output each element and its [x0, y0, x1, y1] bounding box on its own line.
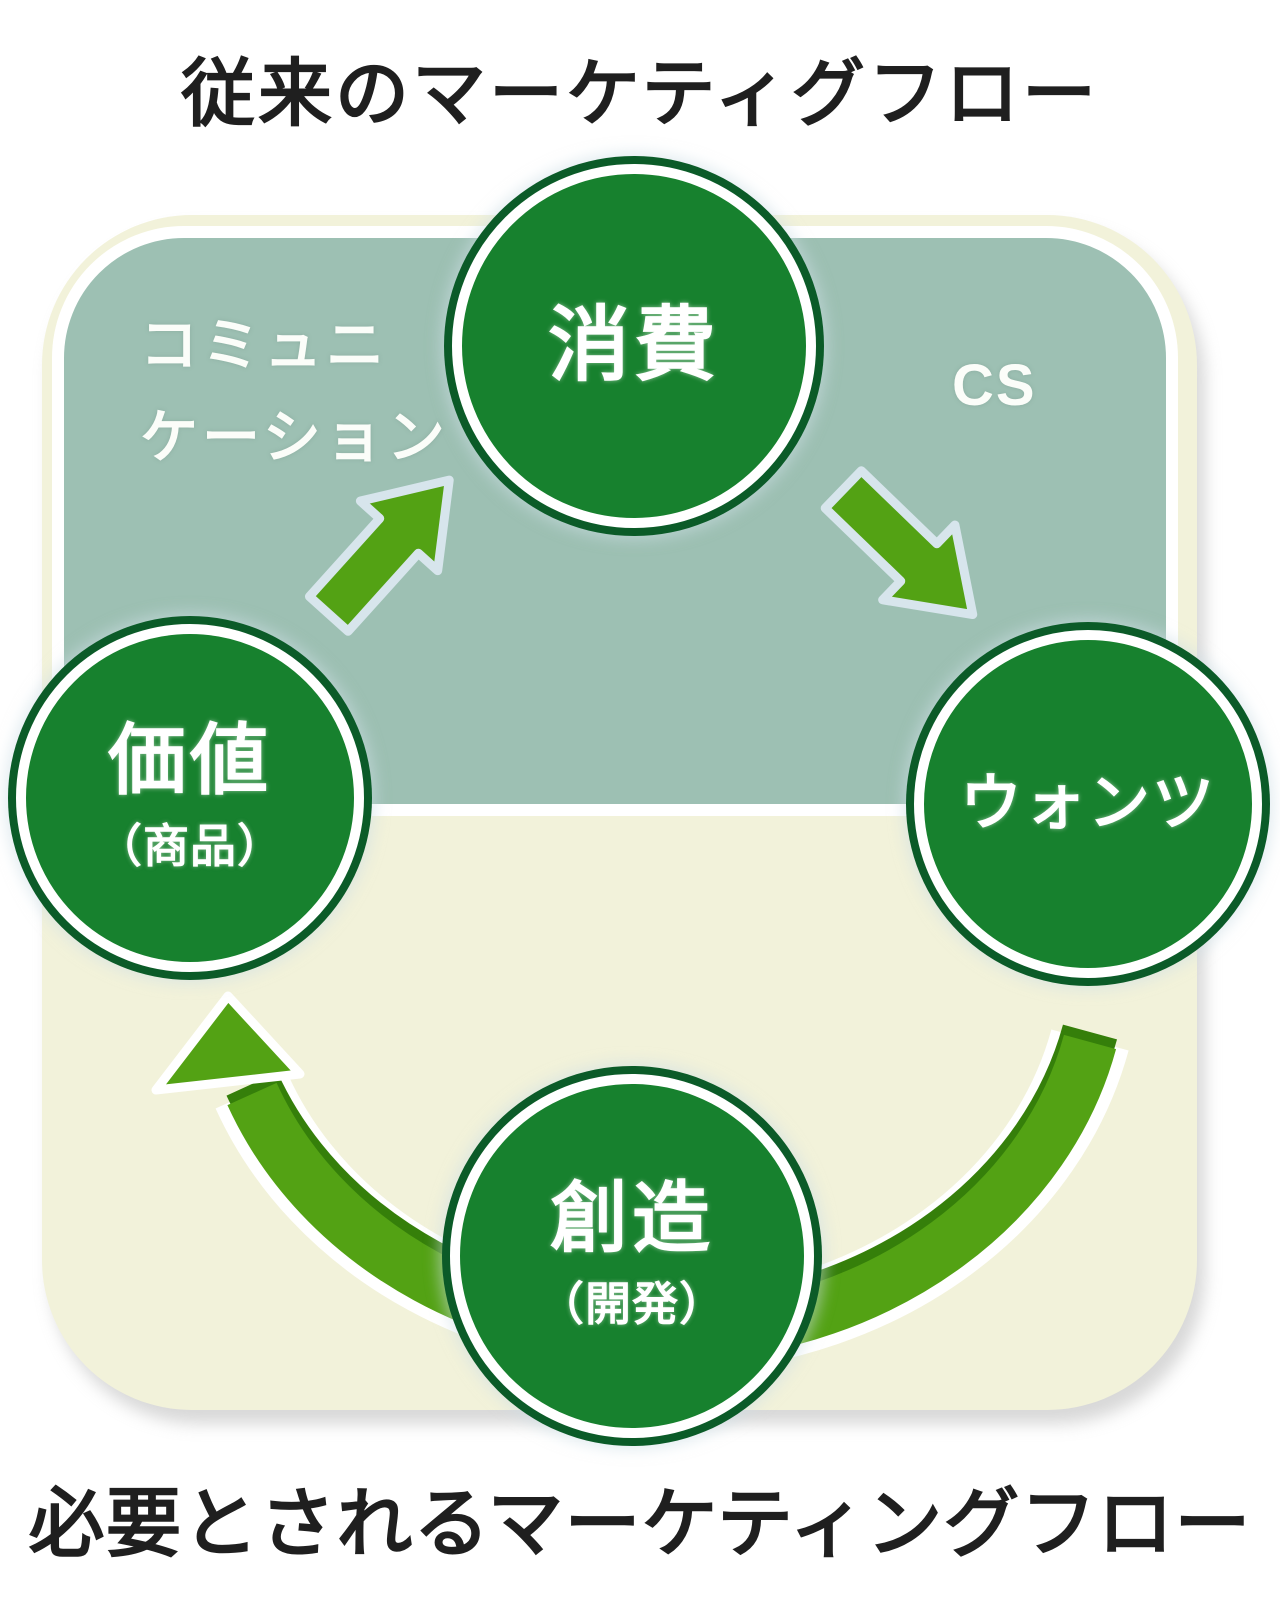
node-wants: ウォンツ: [914, 630, 1262, 978]
node-value-label: 価値: [107, 716, 272, 805]
communication-label: コミュニ ケーション: [140, 300, 449, 484]
node-creation-sublabel: （開発）: [538, 1277, 726, 1330]
arrow-value-to-consumption: [304, 475, 454, 636]
top-title: 従来のマーケティグフロー: [180, 52, 1100, 135]
node-consumption: 消費: [452, 164, 816, 528]
arrow-down-right-icon: [820, 466, 978, 620]
node-creation: 創造 （開発）: [450, 1074, 814, 1438]
arrow-up-right-icon: [304, 475, 454, 636]
curved-arrowhead: [151, 991, 305, 1095]
node-creation-label: 創造: [549, 1174, 714, 1263]
node-value: 価値 （商品）: [16, 624, 364, 972]
node-wants-label: ウォンツ: [959, 769, 1216, 839]
node-value-sublabel: （商品）: [96, 819, 284, 872]
bottom-title: 必要とされるマーケティングフロー: [28, 1482, 1252, 1567]
cs-label: CS: [952, 353, 1037, 418]
communication-label-line2: ケーション: [140, 405, 449, 470]
communication-label-line1: コミュニ: [140, 313, 389, 378]
arrow-consumption-to-wants: [820, 466, 978, 620]
node-consumption-label: 消費: [547, 299, 720, 391]
